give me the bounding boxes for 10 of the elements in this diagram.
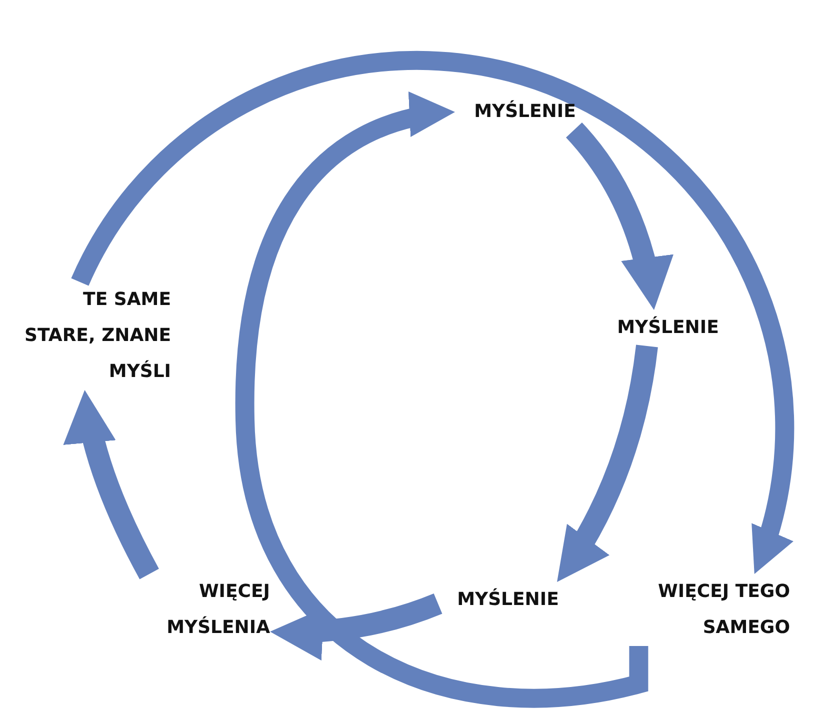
node-label: WIĘCEJ MYŚLENIA	[166, 580, 270, 640]
curved-arrow	[236, 94, 648, 708]
curved-arrow	[64, 388, 159, 580]
curved-arrow	[270, 593, 442, 660]
node-label: MYŚLENIE	[616, 315, 720, 340]
curved-arrow	[566, 122, 672, 312]
node-label: TE SAME STARE, ZNANE MYŚLI	[24, 288, 171, 384]
node-label: MYŚLENIE	[456, 587, 560, 612]
node-label: WIĘCEJ TEGO SAMEGO	[657, 580, 790, 640]
node-label: MYŚLENIE	[473, 99, 577, 124]
